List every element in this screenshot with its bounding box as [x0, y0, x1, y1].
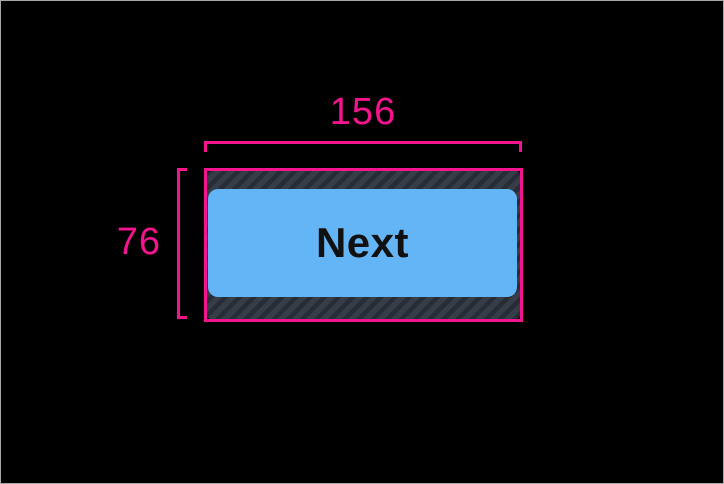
width-dimension-label: 156	[329, 91, 397, 133]
tap-target-outline: Next	[204, 168, 523, 322]
height-dimension-label: 76	[116, 221, 161, 263]
height-measure-bracket	[177, 168, 187, 319]
width-measure-bracket	[204, 141, 522, 152]
next-button-label: Next	[315, 219, 410, 266]
next-button[interactable]: Next	[208, 189, 517, 297]
